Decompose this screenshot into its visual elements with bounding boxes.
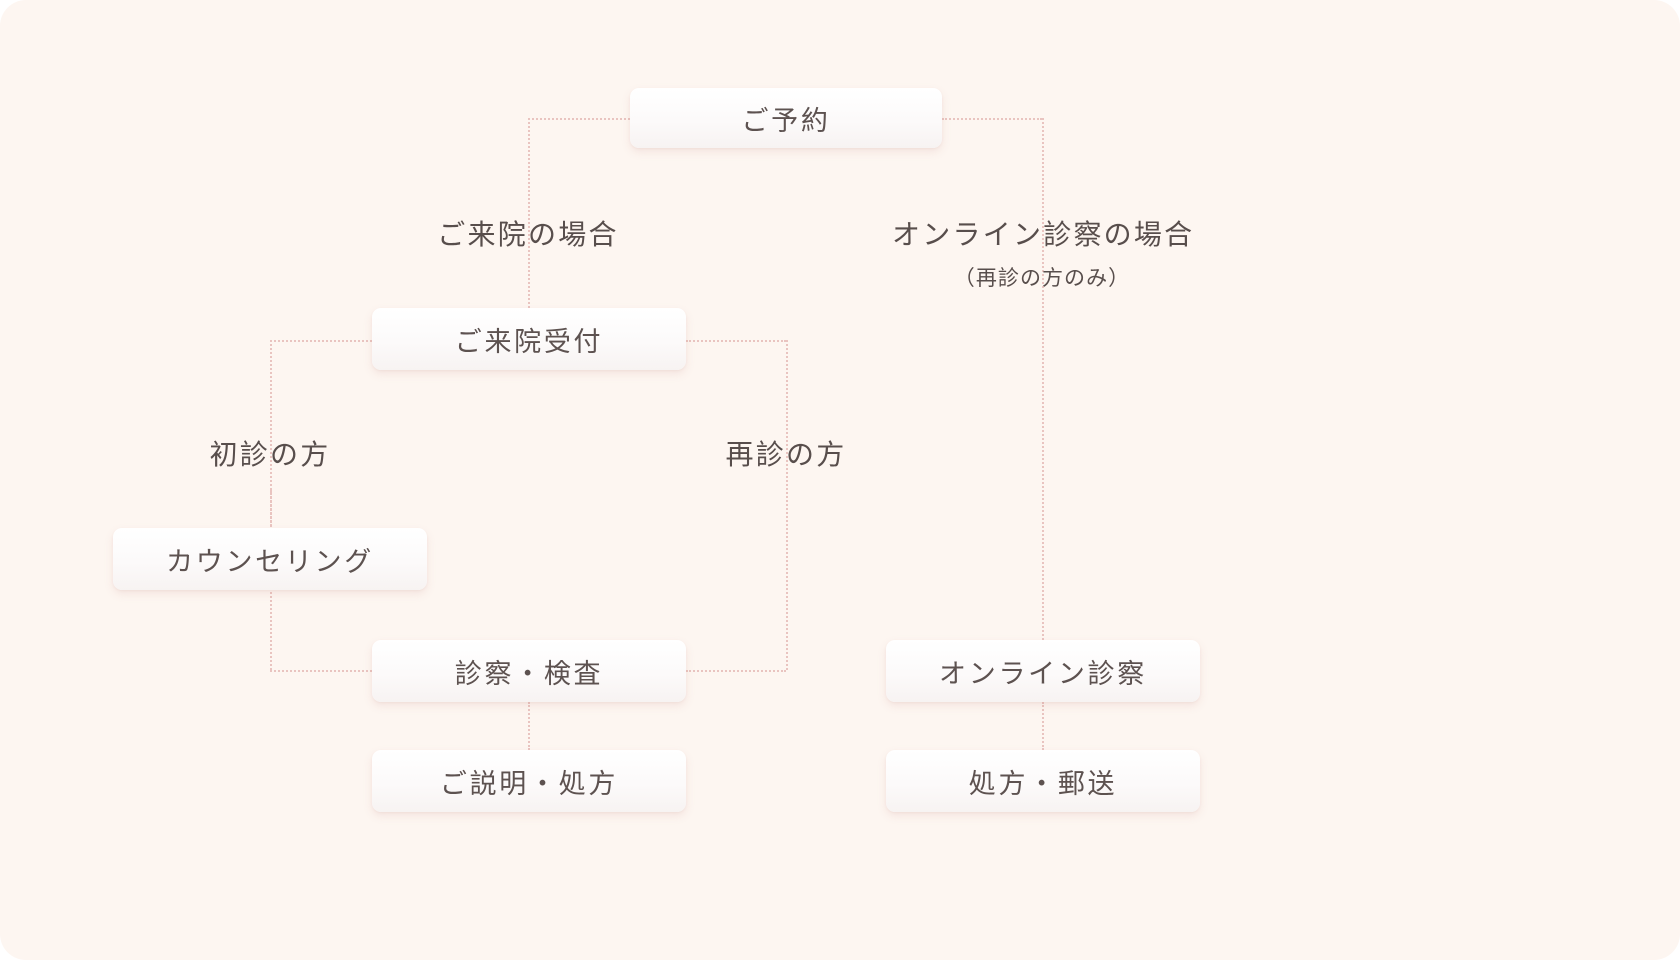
caption-sublabel: （再診の方のみ） — [953, 266, 1131, 290]
node-label: 処方・郵送 — [968, 768, 1118, 799]
node-prescribe-mail[interactable]: 処方・郵送 — [886, 750, 1200, 812]
connector-reservation-to-right — [942, 118, 1042, 120]
connector-return-visit-down — [786, 340, 788, 670]
connector-counseling-passthrough — [270, 490, 272, 530]
caption-first-visit: 初診の方 — [150, 433, 390, 473]
connector-online-to-mail — [1042, 702, 1044, 750]
node-online-consult[interactable]: オンライン診察 — [886, 640, 1200, 702]
node-label: ご説明・処方 — [439, 768, 619, 799]
connector-first-visit-to-exam — [270, 670, 372, 672]
connector-reception-to-return-visit — [686, 340, 786, 342]
caption-label: ご来院の場合 — [437, 220, 619, 251]
connector-return-visit-to-exam — [686, 670, 786, 672]
node-counseling[interactable]: カウンセリング — [113, 528, 427, 590]
connector-right-branch-down — [1042, 118, 1044, 640]
node-label: オンライン診察 — [939, 658, 1147, 689]
node-label: ご予約 — [741, 105, 831, 136]
caption-label: 初診の方 — [209, 440, 331, 471]
caption-in-person: ご来院の場合 — [378, 213, 678, 253]
node-clinic-reception[interactable]: ご来院受付 — [372, 308, 686, 370]
connector-first-visit-down — [270, 340, 272, 670]
node-label: カウンセリング — [166, 546, 374, 577]
caption-label: 再診の方 — [725, 440, 847, 471]
node-exam-test[interactable]: 診察・検査 — [372, 640, 686, 702]
connector-reception-to-first-visit — [270, 340, 372, 342]
connector-exam-to-explain — [528, 702, 530, 750]
caption-label: オンライン診察の場合 — [892, 220, 1195, 251]
node-explain-prescribe[interactable]: ご説明・処方 — [372, 750, 686, 812]
node-reservation[interactable]: ご予約 — [630, 88, 942, 148]
connector-reservation-to-left — [528, 118, 630, 120]
node-label: 診察・検査 — [454, 658, 604, 689]
node-label: ご来院受付 — [454, 326, 604, 357]
caption-online: オンライン診察の場合 （再診の方のみ） — [892, 213, 1192, 292]
caption-return-visit: 再診の方 — [666, 433, 906, 473]
